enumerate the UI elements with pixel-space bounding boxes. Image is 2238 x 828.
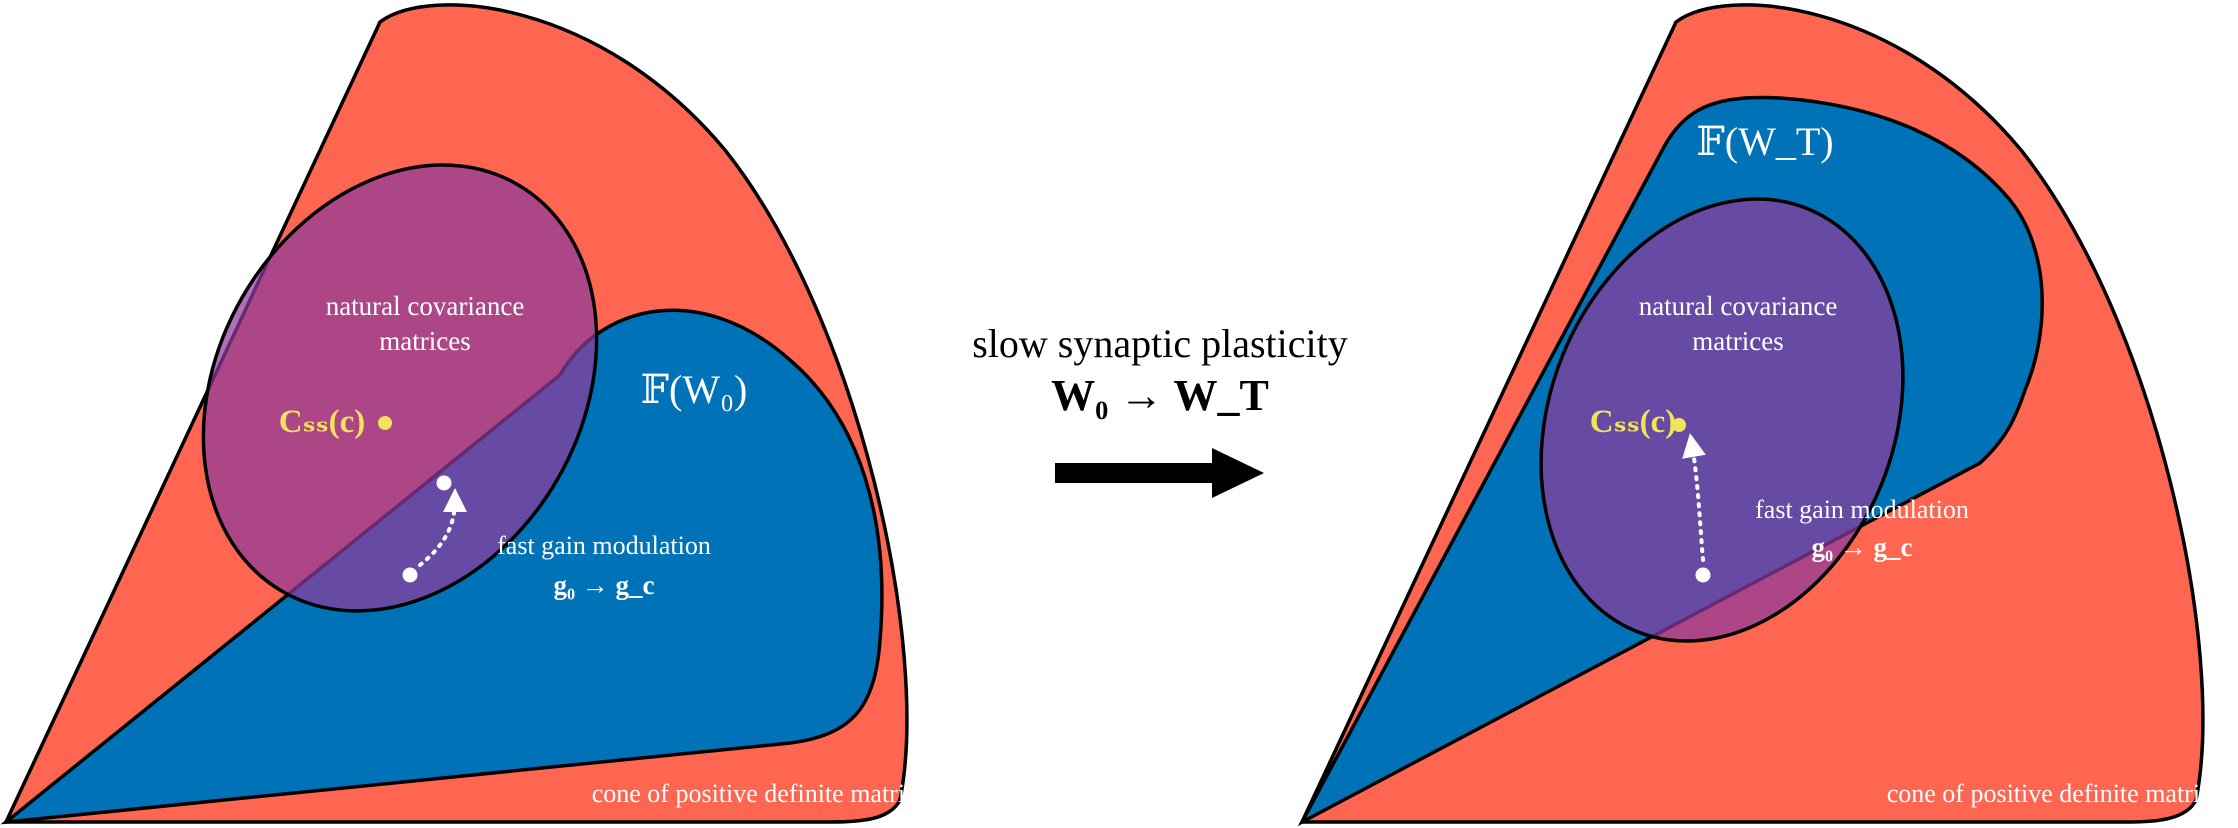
right-panel: 𝔽(W_T) natural covariance matrices Cₛₛ(c… — [1297, 3, 2234, 827]
right-gain-trajectory-arrow — [1682, 433, 1706, 562]
right-gain-label-line2: g₀ → g_c — [1811, 532, 1912, 562]
right-gain-label-line1: fast gain modulation — [1755, 495, 1969, 524]
left-natural-label-line1: natural covariance — [326, 291, 525, 321]
right-natural-label-line1: natural covariance — [1639, 291, 1838, 321]
left-gain-label-line1: fast gain modulation — [497, 531, 711, 560]
middle-line1: slow synaptic plasticity — [972, 321, 1348, 366]
left-css-label: Cₛₛ(c) — [279, 404, 366, 440]
left-feasible-label: 𝔽(W₀) — [641, 367, 748, 412]
left-gain-label-line2: g₀ → g_c — [553, 570, 654, 600]
left-gain-trajectory-arrow — [418, 488, 467, 567]
left-cone-label: cone of positive definite matrices — [592, 779, 939, 808]
left-g0-point — [402, 567, 418, 583]
right-css-point — [1672, 418, 1686, 432]
right-feasible-label: 𝔽(W_T) — [1696, 119, 1833, 164]
middle-line2: W₀ → W_T — [1051, 371, 1269, 420]
right-cone-label: cone of positive definite matrices — [1887, 779, 2234, 808]
middle-transition: slow synaptic plasticity W₀ → W_T — [972, 321, 1348, 498]
right-css-label: Cₛₛ(c) — [1590, 404, 1677, 440]
left-natural-covariance-region — [201, 163, 599, 613]
left-panel: natural covariance matrices 𝔽(W₀) Cₛₛ(c)… — [0, 3, 939, 825]
left-gc-point — [436, 475, 452, 491]
right-arrow-icon — [1055, 448, 1264, 498]
left-natural-label-line2: matrices — [379, 326, 470, 356]
right-natural-label-line2: matrices — [1692, 326, 1783, 356]
right-natural-covariance-region — [1539, 197, 1905, 643]
right-g0-point — [1695, 567, 1711, 583]
left-css-point — [378, 416, 392, 430]
